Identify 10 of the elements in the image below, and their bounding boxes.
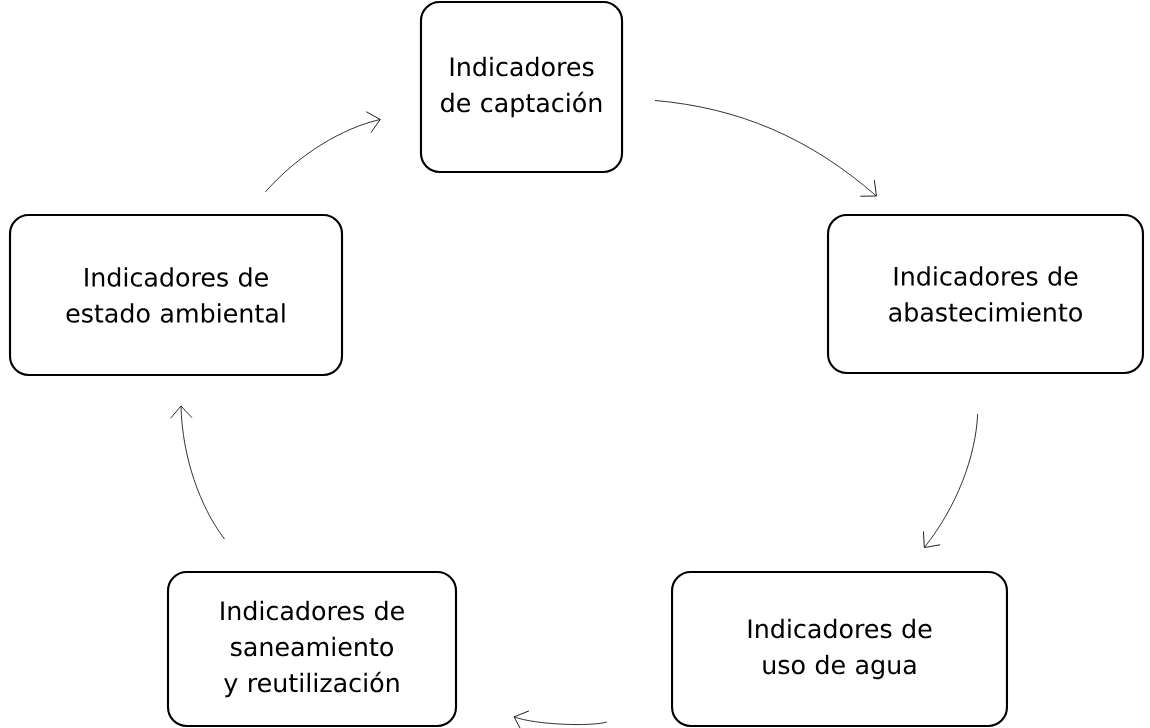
process-box: Indicadores de abastecimiento bbox=[826, 213, 1145, 375]
process-box: Indicadores de estado ambiental bbox=[8, 213, 344, 377]
arrow bbox=[265, 111, 381, 193]
arrow bbox=[513, 710, 608, 728]
process-box: Indicadores de uso de agua bbox=[670, 570, 1009, 728]
arrow bbox=[654, 100, 877, 197]
arrow bbox=[923, 413, 979, 548]
process-box: Indicadores de saneamiento y reutilización bbox=[166, 570, 458, 728]
arrow bbox=[170, 405, 225, 540]
process-box: Indicadores de captación bbox=[419, 0, 624, 174]
